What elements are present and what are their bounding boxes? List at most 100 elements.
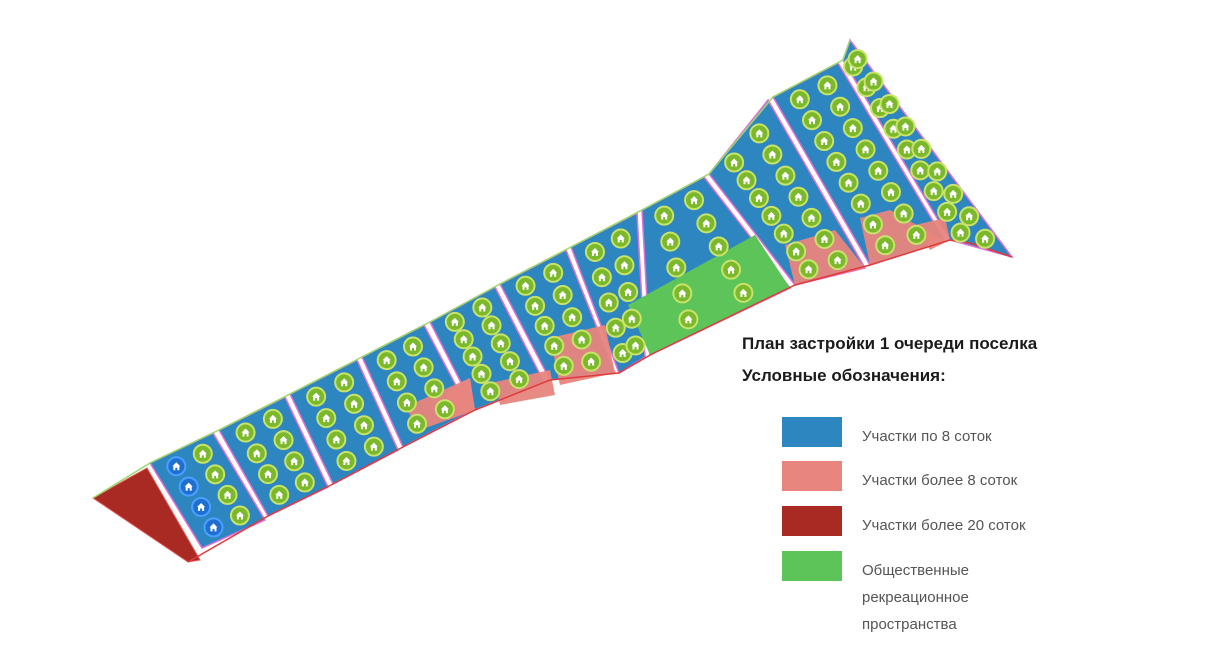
house-icon <box>880 182 901 203</box>
legend-label-recreation: Общественные рекреационное пространства <box>862 562 969 633</box>
house-icon <box>515 275 536 296</box>
legend-swatch-recreation <box>782 551 842 581</box>
house-icon <box>544 335 565 356</box>
house-icon <box>666 257 687 278</box>
house-icon <box>950 222 971 243</box>
house-icon <box>376 350 397 371</box>
house-icon <box>217 484 238 505</box>
legend-heading: Условные обозначения: <box>742 366 946 385</box>
house-icon <box>509 369 530 390</box>
house-icon <box>736 170 757 191</box>
house-icon <box>584 241 605 262</box>
legend-label-plot-over-8: Участки более 8 соток <box>862 472 1018 489</box>
site-boundary-top <box>92 39 851 499</box>
house-icon <box>801 207 822 228</box>
house-icon <box>344 393 365 414</box>
house-icon <box>893 203 914 224</box>
plot-over-20-area <box>92 467 201 563</box>
house-icon <box>396 392 417 413</box>
built-house-icon <box>203 517 224 538</box>
house-icon <box>923 181 944 202</box>
legend-label-plot-over-20: Участки более 20 соток <box>862 517 1026 534</box>
house-icon <box>262 408 283 429</box>
house-icon <box>444 311 465 332</box>
house-icon <box>269 484 290 505</box>
house-icon <box>749 123 770 144</box>
house-icon <box>762 144 783 165</box>
house-icon <box>614 255 635 276</box>
house-icon <box>862 214 883 235</box>
house-icon <box>192 443 213 464</box>
house-icon <box>258 464 279 485</box>
house-icon <box>453 329 474 350</box>
house-icon <box>906 224 927 245</box>
legend-swatch-plot-over-20 <box>782 506 842 536</box>
house-icon <box>910 160 931 181</box>
house-icon <box>684 190 705 211</box>
house-icon <box>788 186 809 207</box>
house-icon <box>581 351 602 372</box>
house-icon <box>294 472 315 493</box>
house-icon <box>775 165 796 186</box>
house-icon <box>696 213 717 234</box>
house-icon <box>943 183 964 204</box>
house-icon <box>552 285 573 306</box>
house-icon <box>798 259 819 280</box>
house-icon <box>748 188 769 209</box>
house-icon <box>499 351 520 372</box>
house-icon <box>724 152 745 173</box>
house-icon <box>975 228 996 249</box>
house-icon <box>205 464 226 485</box>
plan-title: План застройки 1 очереди поселка <box>742 334 1038 353</box>
house-icon <box>895 116 916 137</box>
house-icon <box>553 355 574 376</box>
house-icon <box>472 297 493 318</box>
house-icon <box>937 201 958 222</box>
house-icon <box>660 231 681 252</box>
house-icon <box>481 315 502 336</box>
legend-label-plot-8: Участки по 8 соток <box>862 428 992 445</box>
house-icon <box>610 228 631 249</box>
house-icon <box>826 151 847 172</box>
house-icon <box>817 75 838 96</box>
house-icon <box>471 363 492 384</box>
house-icon <box>621 308 642 329</box>
house-icon <box>306 386 327 407</box>
house-icon <box>814 228 835 249</box>
house-icon <box>708 236 729 257</box>
house-icon <box>847 49 868 70</box>
house-icon <box>235 422 256 443</box>
house-icon <box>462 346 483 367</box>
house-icon <box>525 295 546 316</box>
recreation-area <box>628 235 790 355</box>
built-house-icon <box>166 456 187 477</box>
house-icon <box>879 93 900 114</box>
house-icon <box>654 205 675 226</box>
house-icon <box>959 206 980 227</box>
house-icon <box>786 241 807 262</box>
house-icon <box>336 450 357 471</box>
house-icon <box>721 259 742 280</box>
house-icon <box>850 193 871 214</box>
house-icon <box>618 282 639 302</box>
house-icon <box>246 443 267 464</box>
house-icon <box>598 292 619 313</box>
house-icon <box>625 335 646 356</box>
house-icon <box>434 399 455 420</box>
house-icon <box>403 336 424 357</box>
house-icon <box>407 413 428 434</box>
legend-swatch-plot-over-8 <box>782 461 842 491</box>
house-icon <box>316 408 337 429</box>
house-icon <box>562 307 583 328</box>
built-house-icon <box>191 496 212 517</box>
house-icon <box>353 415 374 436</box>
house-icon <box>326 429 347 450</box>
house-icon <box>490 333 511 354</box>
house-icon <box>842 118 863 139</box>
house-icons <box>166 49 996 538</box>
house-icon <box>927 161 948 182</box>
house-icon <box>855 139 876 160</box>
house-icon <box>761 205 782 226</box>
house-icon <box>773 223 794 244</box>
